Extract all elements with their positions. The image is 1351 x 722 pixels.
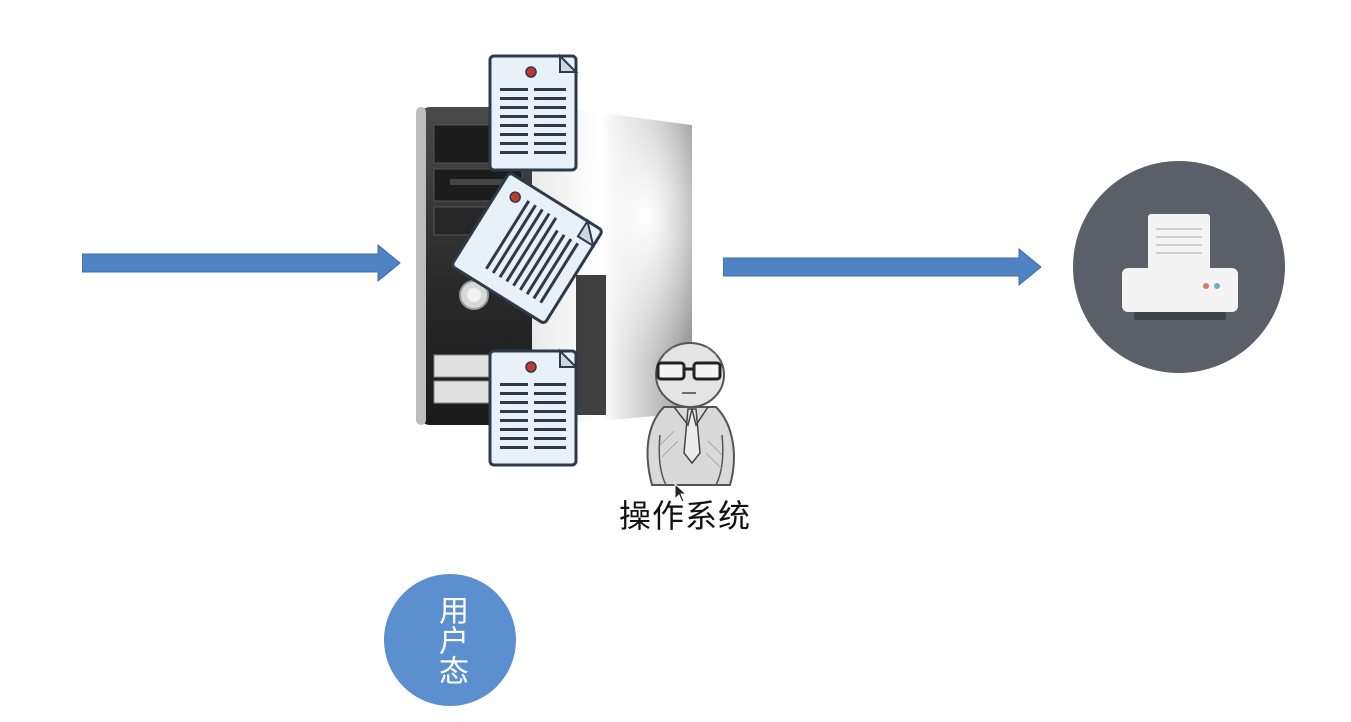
user-mode-circle: 用户态 xyxy=(384,574,516,706)
output-arrow xyxy=(723,248,1043,288)
document-icon xyxy=(446,167,609,330)
user-mode-label: 用户态 xyxy=(433,595,468,685)
os-label: 操作系统 xyxy=(618,497,751,535)
mouse-cursor-icon xyxy=(674,482,688,507)
document-icon xyxy=(486,52,580,174)
input-arrow xyxy=(82,243,402,283)
document-icon xyxy=(486,347,580,469)
printer-icon xyxy=(1072,160,1286,374)
operator-person-icon xyxy=(630,335,750,495)
